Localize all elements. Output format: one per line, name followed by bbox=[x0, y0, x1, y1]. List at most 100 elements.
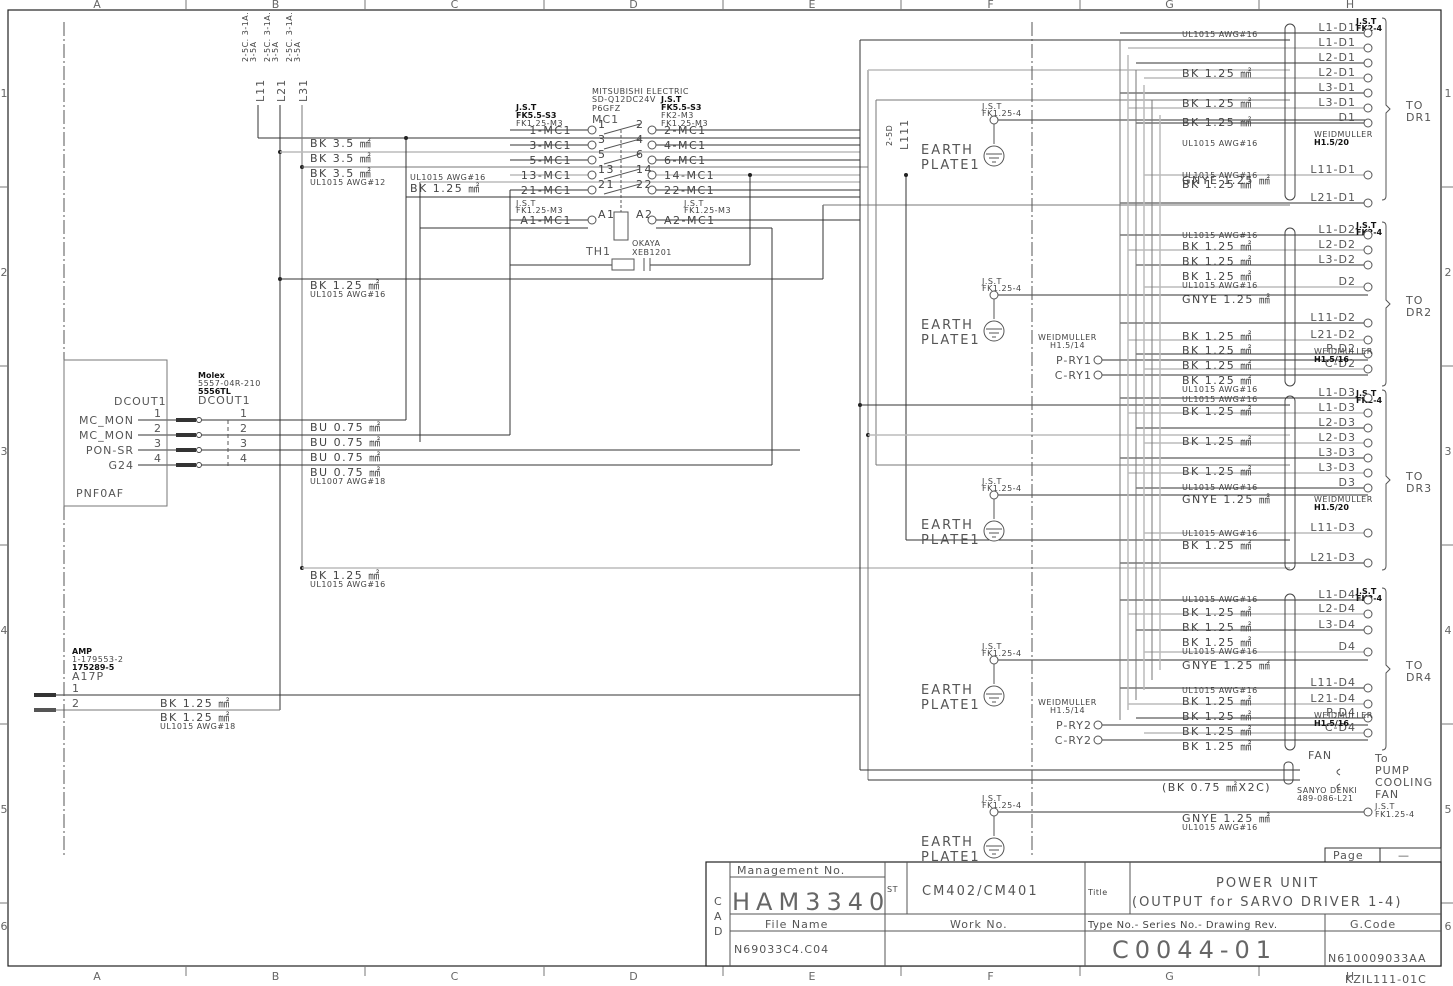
grid-column-label: H bbox=[1346, 0, 1354, 11]
signal-label: MC_MON bbox=[79, 414, 134, 427]
driver-terminal-label: L2-D3 bbox=[1318, 431, 1356, 444]
terminal-icon bbox=[1363, 43, 1373, 53]
grid-column-label: D bbox=[629, 970, 637, 983]
driver-group-dr1: J.S.TFK2-4L1-D1L1-D1L2-D1L2-D1L3-D1L3-D1… bbox=[1182, 17, 1431, 208]
terminal-icon bbox=[647, 155, 657, 165]
driver-terminal-label: L21-D4 bbox=[1310, 692, 1356, 705]
terminal-icon bbox=[1363, 728, 1373, 738]
terminal-icon bbox=[587, 155, 597, 165]
grid-column-label: E bbox=[809, 0, 816, 11]
terminal-icon bbox=[1363, 438, 1373, 448]
wire-label: BK 1.25 ㎟ bbox=[1182, 465, 1253, 478]
title-block: Page — C A D Management No. HAM3340 ST C… bbox=[705, 847, 1442, 986]
terminal-icon bbox=[1363, 453, 1373, 463]
fan-part: 489-086-L21 bbox=[1297, 794, 1353, 803]
terminal-icon bbox=[1093, 355, 1103, 365]
terminal-icon bbox=[587, 215, 597, 225]
terminal-icon bbox=[1363, 468, 1373, 478]
relay-terminal-label: P-RY1 bbox=[1056, 354, 1092, 367]
earth-label: PLATE1 bbox=[921, 333, 981, 348]
terminal-icon bbox=[1363, 28, 1373, 38]
wire-label: BK 1.25 ㎟ bbox=[1182, 255, 1253, 268]
wire-label: GNYE 1.25 ㎟ bbox=[1182, 293, 1271, 306]
driver-destination: DR4 bbox=[1406, 671, 1432, 684]
wire-label: BK 1.25 ㎟ bbox=[1182, 695, 1253, 708]
grid-row-label: 5 bbox=[1445, 803, 1452, 816]
wire-spec: UL1015 AWG#16 bbox=[1182, 30, 1258, 39]
weidmuller-part: H1.5/16 bbox=[1314, 719, 1349, 728]
weidmuller-maker: WEIDMULLER bbox=[1314, 711, 1373, 720]
connector-maker: J.S.T bbox=[981, 477, 1002, 486]
pump-cooling-fan: FAN (BK 0.75 ㎟X2C) SANYO DENKI 489-086-L… bbox=[1162, 749, 1432, 803]
grid-row-label: 4 bbox=[1445, 624, 1452, 637]
connector-maker: J.S.T bbox=[683, 199, 704, 208]
terminal-icon bbox=[1363, 245, 1373, 255]
terminal-icon bbox=[1363, 318, 1373, 328]
wire-label: BK 1.25 ㎟ bbox=[1182, 116, 1253, 129]
terminal-icon bbox=[1363, 103, 1373, 113]
work-no-label: Work No. bbox=[950, 918, 1008, 931]
driver-destination: TO bbox=[1405, 294, 1423, 307]
grid-column-label: G bbox=[1165, 970, 1174, 983]
wire-label: BU 0.75 ㎟ bbox=[310, 466, 382, 479]
cable-bundle-icon bbox=[1284, 395, 1296, 571]
driver-terminal-label: L1-D4 bbox=[1318, 588, 1356, 601]
grid-column-label: F bbox=[987, 970, 993, 983]
connector-part: FK1.25-M3 bbox=[661, 119, 708, 128]
contactor-terminal-label: A1-MC1 bbox=[520, 214, 572, 227]
driver-terminal-label: L11-D2 bbox=[1310, 311, 1356, 324]
wire-label: (BK 0.75 ㎟X2C) bbox=[1162, 781, 1271, 794]
driver-terminal-label: L1-D3 bbox=[1318, 401, 1356, 414]
grid-column-label: F bbox=[987, 0, 993, 11]
driver-destination: DR3 bbox=[1406, 482, 1432, 495]
wire-spec: UL1007 AWG#18 bbox=[310, 477, 386, 486]
ground-icon bbox=[983, 520, 1005, 542]
st-label: ST bbox=[887, 885, 898, 894]
grid-column-label: B bbox=[272, 970, 280, 983]
brace-icon bbox=[1381, 17, 1391, 201]
grid-column-label: D bbox=[629, 0, 637, 11]
junction-dot bbox=[404, 136, 408, 140]
driver-terminal-label: L1-D3 bbox=[1318, 386, 1356, 399]
grid-column-label: A bbox=[93, 970, 101, 983]
connector-part: FK1.25-M3 bbox=[516, 119, 563, 128]
terminal-icon bbox=[1363, 647, 1373, 657]
cable-bundle-icon bbox=[1284, 227, 1296, 387]
management-no-label: Management No. bbox=[737, 864, 845, 877]
type-no: C0044-01 bbox=[1112, 936, 1277, 964]
junction-dot bbox=[904, 173, 908, 177]
brace-icon bbox=[1381, 587, 1391, 751]
wire-label: BK 1.25 ㎟ bbox=[1182, 539, 1253, 552]
title-line-2: (OUTPUT for SARVO DRIVER 1-4) bbox=[1132, 895, 1402, 910]
wire-label: BK 1.25 ㎟ bbox=[1182, 405, 1253, 418]
weidmuller-part: H1.5/16 bbox=[1314, 355, 1349, 364]
ground-icon bbox=[983, 145, 1005, 167]
connector-maker: J.S.T bbox=[981, 794, 1002, 803]
weidmuller-maker: WEIDMULLER bbox=[1314, 495, 1373, 504]
wire-spec: UL1015 AWG#16 bbox=[1182, 647, 1258, 656]
wire-label: BK 1.25 ㎟ bbox=[1182, 621, 1253, 634]
terminal-icon bbox=[1363, 393, 1373, 403]
fan-destination: To bbox=[1374, 752, 1389, 765]
connector-part: FK1.25-4 bbox=[982, 484, 1022, 493]
driver-terminal-label: P-D2 bbox=[1326, 342, 1356, 355]
connector-maker: J.S.T bbox=[1355, 587, 1377, 596]
wire-label: BK 1.25 ㎟ bbox=[1182, 435, 1253, 448]
relay-part: H1.5/14 bbox=[1050, 341, 1085, 350]
fan-maker: SANYO DENKI bbox=[1297, 786, 1357, 795]
contactor-terminal-label: 13-MC1 bbox=[521, 169, 572, 182]
driver-destination: TO bbox=[1405, 99, 1423, 112]
contactor-pin: 14 bbox=[636, 163, 653, 176]
contactor-terminal-label: 14-MC1 bbox=[664, 169, 715, 182]
earth-label: PLATE1 bbox=[921, 850, 981, 865]
fan-label: FAN bbox=[1308, 749, 1332, 762]
fan-destination: FAN bbox=[1375, 788, 1399, 801]
driver-terminal-label: L3-D1 bbox=[1318, 96, 1356, 109]
driver-terminal-label: L11-D4 bbox=[1310, 676, 1356, 689]
page-label: Page bbox=[1333, 849, 1364, 862]
earth-label: PLATE1 bbox=[921, 533, 981, 548]
